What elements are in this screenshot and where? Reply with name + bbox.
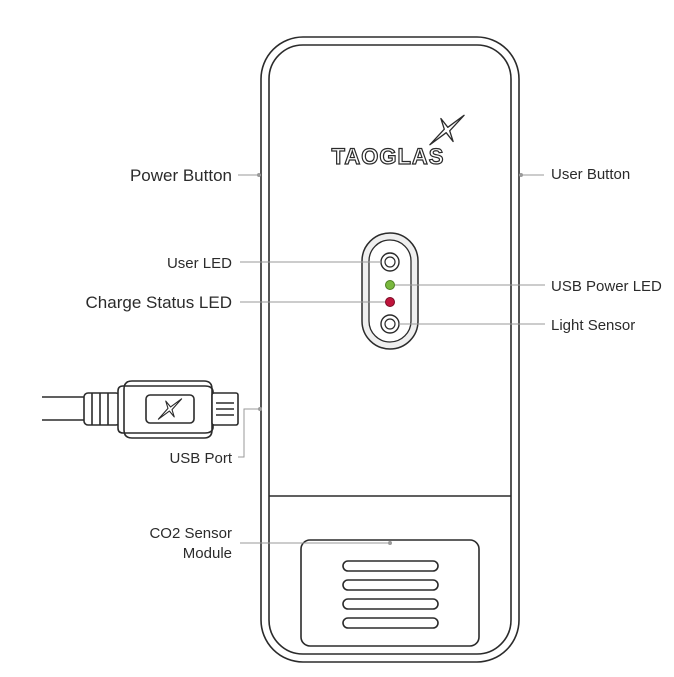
usb-plug-logo-plate [145, 394, 195, 424]
light-sensor [380, 314, 400, 334]
usb-plug-shell [123, 380, 213, 439]
callout-labels: Power Button User Button User LED Charge… [86, 166, 663, 562]
label-co2-sensor-line2: Module [183, 545, 232, 562]
co2-vent-slot [342, 617, 439, 629]
co2-vent-slot [342, 579, 439, 591]
usb-power-led [385, 280, 395, 290]
label-user-led: User LED [167, 255, 232, 272]
leader-dot [388, 541, 392, 545]
device-inner-shell [268, 44, 512, 655]
cable-strain-relief [83, 392, 121, 426]
brand-name: TAOGLAS [332, 144, 445, 169]
leader-dot [519, 173, 523, 177]
label-user-button: User Button [551, 166, 630, 183]
label-usb-port: USB Port [169, 450, 232, 467]
usb-cable [42, 380, 239, 439]
label-light-sensor: Light Sensor [551, 317, 635, 334]
label-charge-status-led: Charge Status LED [86, 293, 232, 312]
co2-vent-slot [342, 560, 439, 572]
led-panel-inner [368, 239, 412, 343]
usb-plug-body [117, 385, 214, 434]
label-co2-sensor-line1: CO2 Sensor [149, 525, 232, 542]
brand-logo: TAOGLAS [331, 114, 465, 170]
co2-sensor-module [300, 539, 480, 647]
label-power-button: Power Button [130, 166, 232, 185]
leader-usb-port [238, 408, 259, 458]
leader-dot [257, 173, 261, 177]
leader-dot [258, 407, 262, 411]
star-mark-icon [157, 398, 183, 420]
co2-vent-slot [342, 598, 439, 610]
charge-status-led [385, 297, 395, 307]
led-panel [361, 232, 419, 350]
co2-sensor-housing [300, 539, 480, 647]
callout-leaders [238, 173, 545, 545]
star-mark-icon [429, 114, 465, 146]
label-usb-power-led: USB Power LED [551, 278, 662, 295]
user-led [380, 252, 400, 272]
